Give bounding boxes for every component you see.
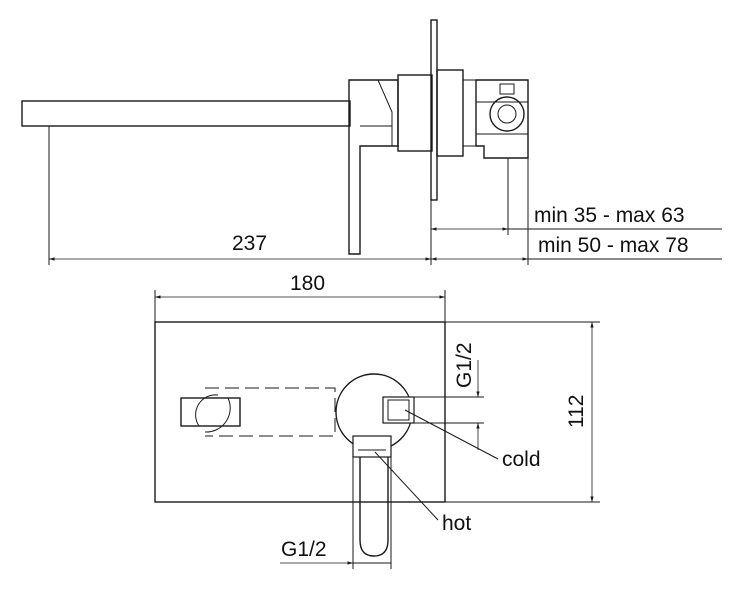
- valve-cartridge: [489, 96, 525, 132]
- dim-min50-max78-label: min 50 - max 78: [538, 234, 689, 257]
- valve-box: [475, 79, 529, 159]
- hot-label: hot: [442, 512, 471, 535]
- spout-tip: [180, 397, 241, 427]
- cover-plate: [154, 321, 446, 503]
- front-view: 180 112 G1/2 G1/2: [154, 272, 600, 569]
- lever-slope: [377, 79, 393, 146]
- collar: [397, 74, 433, 152]
- spout: [21, 100, 351, 127]
- dim-min35-max63-label: min 35 - max 63: [534, 204, 685, 227]
- dim-237-label: 237: [232, 232, 267, 255]
- cold-label: cold: [502, 448, 541, 471]
- thread-bottom-label: G1/2: [281, 538, 327, 561]
- dim-180-label: 180: [290, 272, 325, 295]
- hot-connection: [352, 435, 392, 458]
- dim-112-label: 112: [565, 395, 588, 428]
- flange: [436, 69, 464, 157]
- lever: [359, 457, 389, 557]
- thread-side-label: G1/2: [453, 342, 476, 388]
- mixer-body: [348, 79, 399, 255]
- spout-outline-dashed: [205, 387, 336, 437]
- side-view: 237 min 35 - max 63 min 50 - max 78: [21, 19, 722, 265]
- hot-leader: [374, 451, 439, 521]
- cold-leader: [404, 409, 499, 460]
